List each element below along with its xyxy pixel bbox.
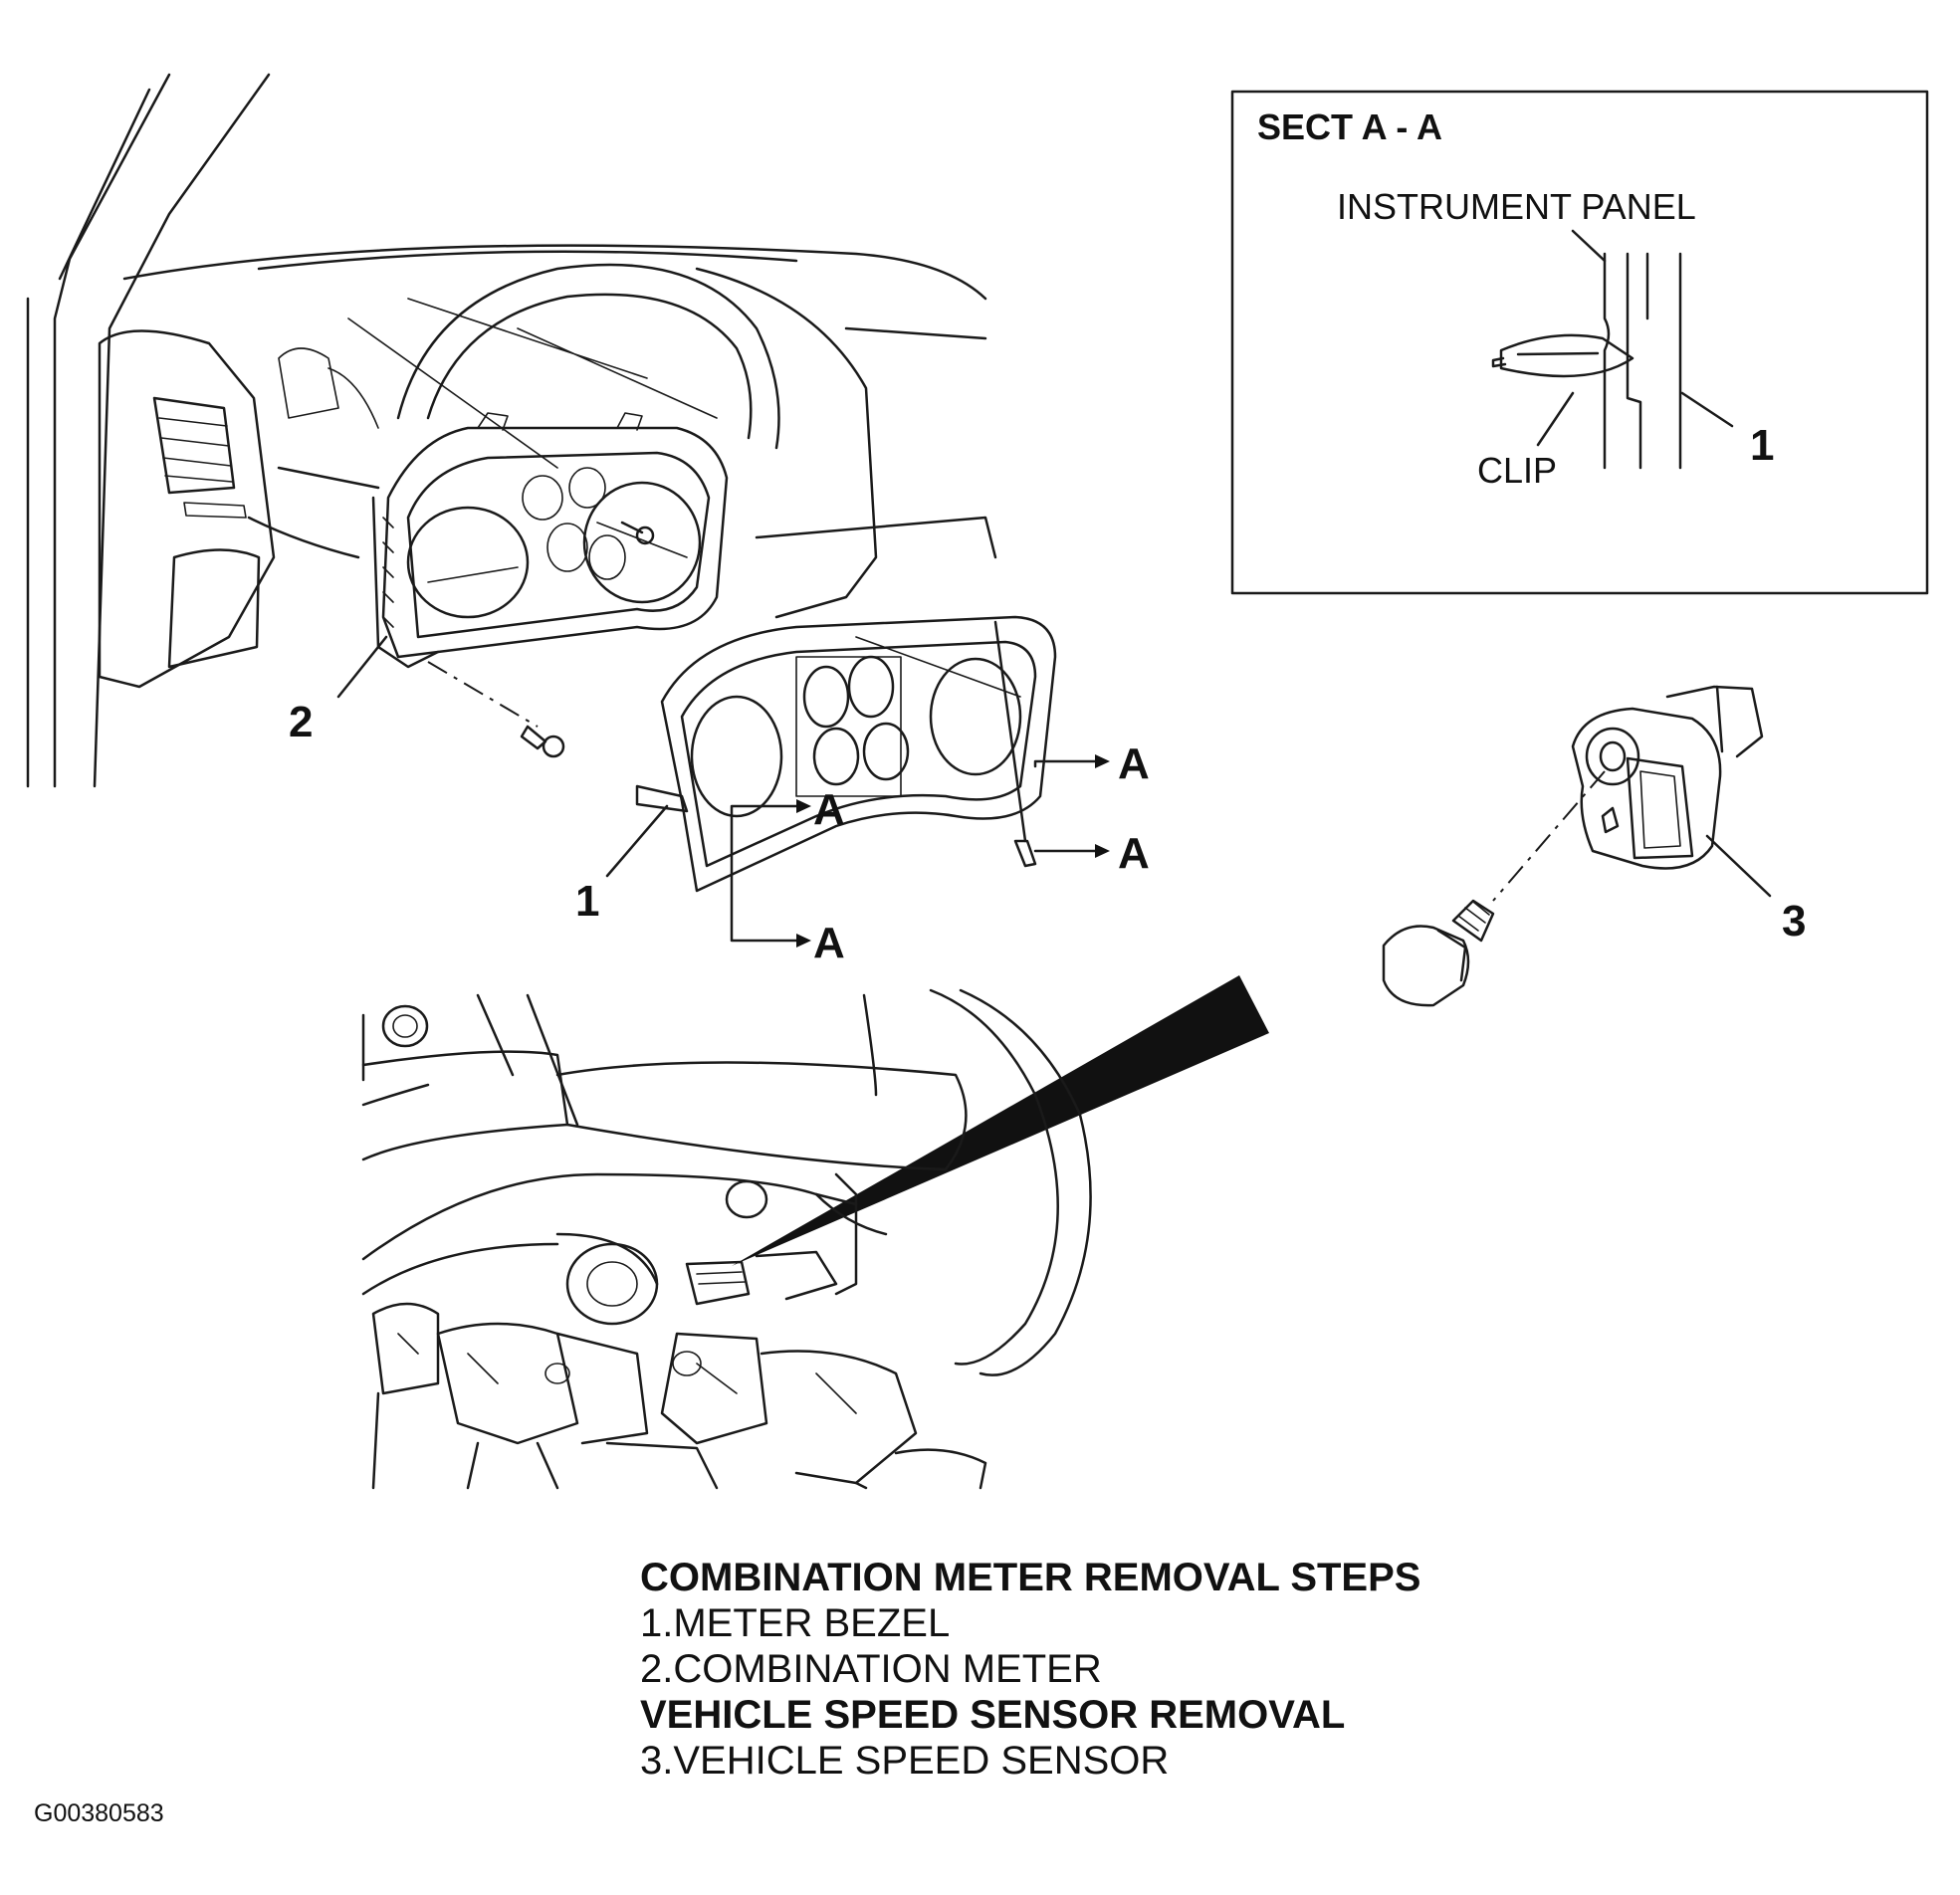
combination-meter-illustration — [336, 412, 729, 758]
combination-meter-removal-heading: COMBINATION METER REMOVAL STEPS — [640, 1556, 1421, 1599]
step-meter-bezel: 1.METER BEZEL — [640, 1601, 951, 1645]
section-marker-a-3: A — [813, 785, 845, 834]
callout-meter-bezel: 1 — [575, 877, 599, 926]
callout-speed-sensor: 3 — [1782, 897, 1806, 946]
meter-bezel-illustration — [605, 615, 1057, 893]
step-combination-meter: 2.COMBINATION METER — [640, 1647, 1102, 1691]
dashboard-illustration — [26, 73, 997, 788]
under-dash-illustration — [361, 975, 1269, 1490]
section-marker-a-1: A — [1118, 739, 1150, 788]
speed-sensor-illustration — [1382, 685, 1772, 1007]
step-vehicle-speed-sensor: 3.VEHICLE SPEED SENSOR — [640, 1739, 1170, 1783]
clip-label: CLIP — [1477, 450, 1557, 491]
section-marker-a-4: A — [813, 919, 845, 967]
figure-id: G00380583 — [34, 1799, 164, 1827]
section-marker-a-2: A — [1118, 829, 1150, 878]
section-callout-1: 1 — [1750, 421, 1774, 470]
section-arrows — [730, 754, 1110, 948]
removal-steps: COMBINATION METER REMOVAL STEPS 1.METER … — [640, 1555, 1635, 1784]
section-view-box — [1230, 90, 1929, 595]
callout-combination-meter: 2 — [289, 698, 313, 746]
section-title: SECT A - A — [1257, 106, 1442, 147]
speed-sensor-removal-heading: VEHICLE SPEED SENSOR REMOVAL — [640, 1693, 1346, 1737]
instrument-panel-label: INSTRUMENT PANEL — [1337, 186, 1696, 227]
